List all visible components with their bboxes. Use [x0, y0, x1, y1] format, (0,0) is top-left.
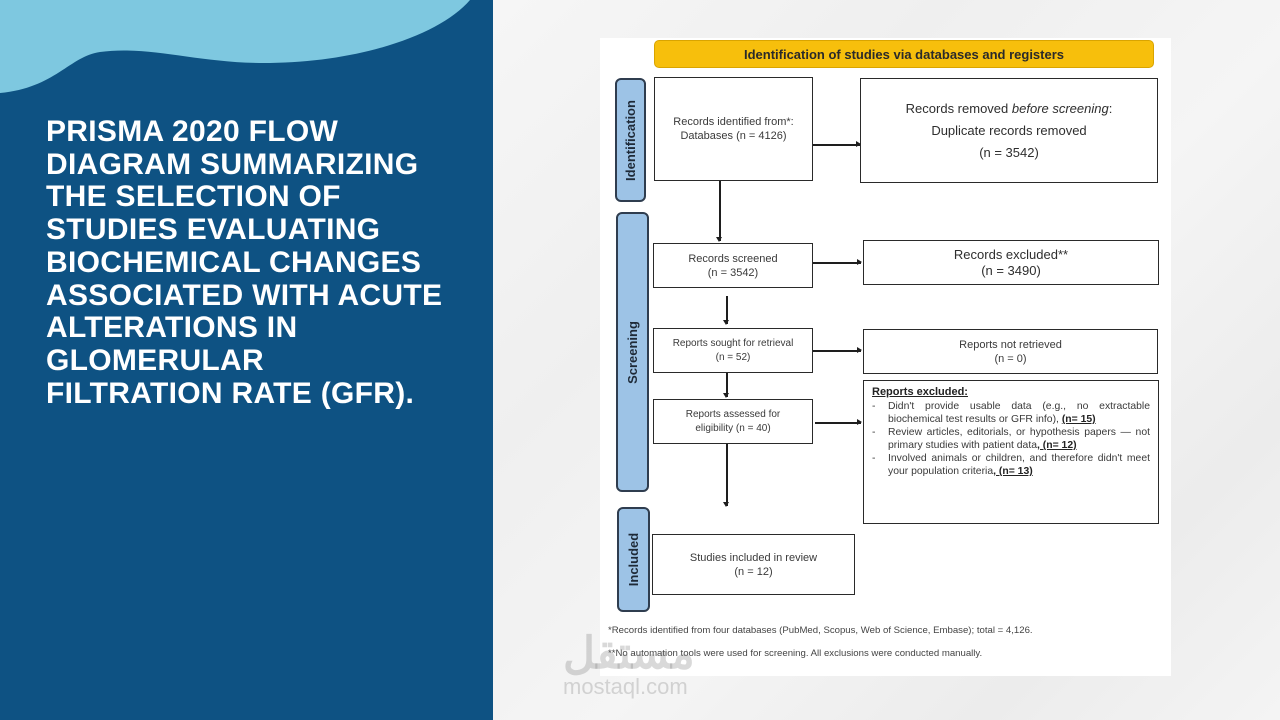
mostaql-watermark: مستقل mostaql.com [563, 629, 696, 699]
reports-sought-label: Reports sought for retrieval [672, 337, 794, 349]
records-removed-label: Records removed before screening: [905, 100, 1113, 116]
reports-not-retrieved-count: (n = 0) [994, 352, 1027, 365]
exclusion-count: (n= 15) [1061, 414, 1096, 425]
studies-included-box: Studies included in review (n = 12) [652, 534, 855, 595]
arrow-down-sought-to-assessed [723, 373, 729, 398]
duplicate-records-label: Duplicate records removed [931, 122, 1087, 138]
phase-label-screening: Screening [625, 320, 641, 384]
exclusion-count: , (n= 13) [993, 466, 1033, 477]
phase-tab-screening: Screening [616, 212, 649, 492]
records-screened-label: Records screened [688, 252, 778, 265]
records-screened-count: (n = 3542) [707, 266, 759, 279]
reports-sought-count: (n = 52) [715, 351, 751, 363]
arrow-down-assessed-to-included [723, 444, 729, 507]
records-excluded-label: Records excluded** [953, 246, 1069, 262]
exclusion-reason: - Review articles, editorials, or hypoth… [872, 427, 1150, 451]
studies-included-label: Studies included in review [689, 551, 818, 564]
prisma-flow-diagram: Identification of studies via databases … [600, 38, 1171, 676]
reports-excluded-box: Reports excluded: - Didn't provide usabl… [863, 380, 1159, 524]
exclusion-reason: - Didn't provide usable data (e.g., no e… [872, 401, 1150, 425]
records-screened-box: Records screened (n = 3542) [653, 243, 813, 288]
reports-excluded-heading: Reports excluded: [872, 386, 968, 398]
arrow-down-identified-to-screened [716, 181, 722, 242]
arrow-right-assessed-to-excluded [815, 419, 862, 425]
reports-not-retrieved-box: Reports not retrieved (n = 0) [863, 329, 1158, 374]
exclusion-count: , (n= 12) [1037, 440, 1077, 451]
title-panel: PRISMA 2020 flow diagram summarizing the… [0, 0, 493, 720]
phase-tab-included: Included [617, 507, 650, 612]
arrow-right-screened-to-excluded [813, 259, 862, 265]
watermark-latin: mostaql.com [563, 674, 688, 699]
reports-assessed-box: Reports assessed for eligibility (n = 40… [653, 399, 813, 444]
arrow-right-identified-to-removed [813, 141, 861, 147]
footnote-automation: **No automation tools were used for scre… [608, 648, 983, 659]
exclusion-reason: - Involved animals or children, and ther… [872, 453, 1150, 477]
reports-not-retrieved-label: Reports not retrieved [959, 338, 1062, 351]
phase-tab-identification: Identification [615, 78, 646, 202]
studies-included-count: (n = 12) [734, 565, 773, 578]
footnote-records: *Records identified from four databases … [608, 625, 1033, 636]
records-identified-count: Databases (n = 4126) [680, 130, 787, 142]
records-identified-box: Records identified from*: Databases (n =… [654, 77, 813, 181]
reports-assessed-label: Reports assessed for [685, 408, 781, 420]
reports-assessed-count: eligibility (n = 40) [695, 422, 771, 434]
phase-label-identification: Identification [623, 99, 639, 181]
reports-sought-box: Reports sought for retrieval (n = 52) [653, 328, 813, 373]
diagram-header: Identification of studies via databases … [654, 40, 1154, 68]
slide-title: PRISMA 2020 flow diagram summarizing the… [46, 115, 443, 410]
arrow-right-sought-to-not-retrieved [813, 347, 862, 353]
arrow-down-screened-to-sought [723, 296, 729, 325]
records-identified-label: Records identified from*: [673, 116, 794, 128]
records-excluded-count: (n = 3490) [981, 262, 1041, 278]
watermark-arabic: مستقل [563, 629, 696, 678]
wave-decoration [0, 0, 470, 93]
records-removed-box: Records removed before screening: Duplic… [860, 78, 1158, 183]
records-removed-count: (n = 3542) [979, 144, 1039, 160]
records-excluded-box: Records excluded** (n = 3490) [863, 240, 1159, 285]
phase-label-included: Included [626, 532, 642, 587]
